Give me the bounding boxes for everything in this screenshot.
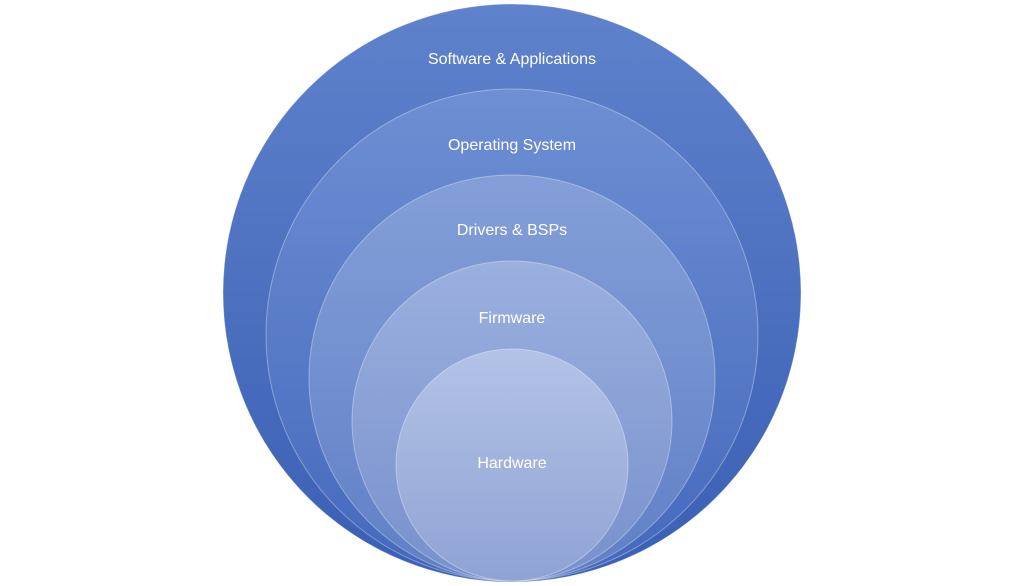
layer-circle-hardware: [395, 348, 629, 582]
layer-label-operating-system: Operating System: [448, 137, 576, 154]
layer-label-software: Software & Applications: [428, 51, 596, 68]
layer-label-firmware: Firmware: [479, 310, 546, 327]
layer-label-hardware: Hardware: [477, 455, 546, 472]
layer-label-drivers: Drivers & BSPs: [457, 222, 567, 239]
